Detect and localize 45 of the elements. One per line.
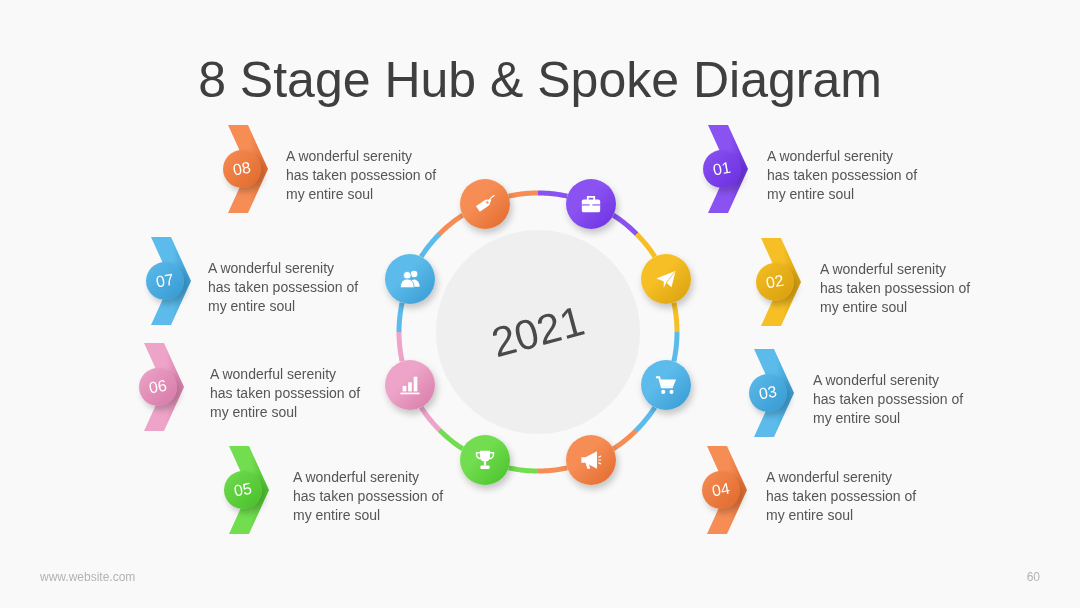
icon-circle: [384, 253, 435, 304]
icon-circle: [641, 253, 692, 304]
step-description: A wonderful serenity has taken possession of my entire soul: [767, 146, 919, 204]
chevron-marker: [138, 343, 185, 431]
step-number-badge: 08: [223, 150, 261, 188]
step-number-badge: 07: [146, 262, 184, 300]
year-label: 2021: [486, 297, 590, 367]
chevron-marker: [755, 238, 802, 326]
step-number-badge: 06: [139, 368, 177, 406]
icon-circle: [459, 178, 510, 229]
chevron-marker: [145, 237, 192, 325]
step-description: A wonderful serenity has taken possession of my entire soul: [820, 259, 972, 317]
ring-arc-segment: [611, 405, 657, 451]
step-description: A wonderful serenity has taken possession of my entire soul: [293, 467, 445, 525]
title: 8 Stage Hub & Spoke Diagram: [198, 51, 882, 110]
ring-arc-segment: [396, 302, 405, 362]
step-description: A wonderful serenity has taken possession of my entire soul: [766, 467, 918, 525]
center-circle: [436, 230, 640, 434]
ring-arc-segment: [508, 465, 568, 474]
ring-arc-segment: [671, 302, 680, 362]
chevron-marker: [222, 125, 269, 213]
step-number-badge: 02: [756, 263, 794, 301]
icon-circle: [566, 178, 617, 229]
chevron-marker: [748, 349, 795, 437]
step-number-badge: 03: [749, 374, 787, 412]
icon-circle: [384, 360, 435, 411]
step-description: A wonderful serenity has taken possession of my entire soul: [813, 370, 965, 428]
step-description: A wonderful serenity has taken possession of my entire soul: [210, 364, 362, 422]
chevron-marker: [701, 446, 748, 534]
ring-arc-segment: [419, 213, 465, 259]
step-number-badge: 01: [703, 150, 741, 188]
ring-arc-segment: [611, 213, 657, 259]
icon-circle: [641, 360, 692, 411]
step-number-badge: 04: [702, 471, 740, 509]
icon-circle: [566, 435, 617, 486]
chevron-marker: [223, 446, 270, 534]
footer-text: www.website.com: [40, 570, 136, 585]
icon-circle: [459, 435, 510, 486]
chevron-marker: [702, 125, 749, 213]
step-number-badge: 05: [224, 471, 262, 509]
step-description: A wonderful serenity has taken possession of my entire soul: [286, 146, 438, 204]
ring-arc-segment: [419, 405, 465, 451]
ring-arc-segment: [508, 190, 568, 199]
page-number: 60: [1026, 570, 1040, 585]
step-description: A wonderful serenity has taken possession of my entire soul: [208, 258, 360, 316]
